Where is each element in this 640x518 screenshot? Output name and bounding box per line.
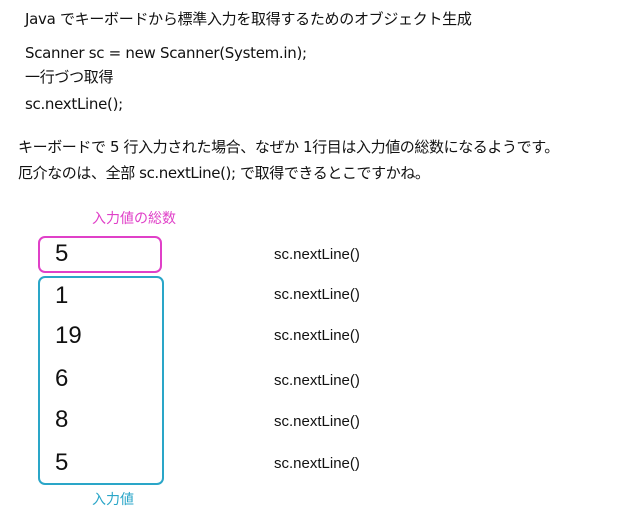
row-call: sc.nextLine(): [274, 286, 360, 303]
intro-line-description: Java でキーボードから標準入力を取得するためのオブジェクト生成: [25, 10, 472, 28]
total-count-box: [38, 236, 162, 273]
row-value: 5: [55, 449, 69, 476]
row-value: 6: [55, 365, 69, 392]
row-value: 1: [55, 282, 69, 309]
row-call: sc.nextLine(): [274, 455, 360, 472]
input-values-label: 入力値: [92, 492, 134, 508]
row-value: 19: [55, 322, 82, 349]
input-values-box: [38, 276, 164, 485]
row-call: sc.nextLine(): [274, 372, 360, 389]
explanation-line-2: 厄介なのは、全部 sc.nextLine(); で取得できるとこですかね。: [18, 164, 430, 182]
row-value-total: 5: [55, 240, 69, 267]
intro-line-scanner-code: Scanner sc = new Scanner(System.in);: [25, 44, 307, 62]
row-value: 8: [55, 406, 69, 433]
row-call: sc.nextLine(): [274, 327, 360, 344]
total-count-label: 入力値の総数: [92, 211, 176, 227]
explanation-line-1: キーボードで 5 行入力された場合、なぜか 1行目は入力値の総数になるようです。: [18, 138, 559, 156]
intro-line-nextline-code: sc.nextLine();: [25, 95, 123, 113]
row-call: sc.nextLine(): [274, 413, 360, 430]
row-call: sc.nextLine(): [274, 246, 360, 263]
intro-line-read-each-line: 一行づつ取得: [25, 68, 114, 86]
